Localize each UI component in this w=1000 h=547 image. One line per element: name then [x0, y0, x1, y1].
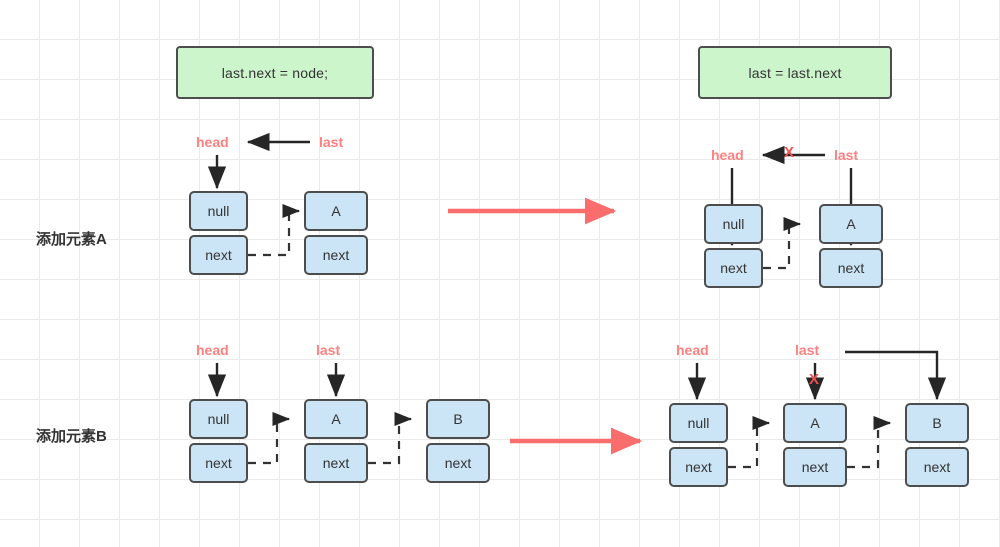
row2-right-node2-value: B — [905, 403, 969, 443]
row1-right-node1-next: next — [819, 248, 883, 288]
row1-right-next-to-a-connector — [763, 216, 802, 270]
row1-left-node1-next: next — [304, 235, 368, 275]
row2-left-node2-value: B — [426, 399, 490, 439]
row1-left-node1-value: A — [304, 191, 368, 231]
row1-right-node0-value: null — [704, 204, 763, 244]
row1-left-node0-value: null — [189, 191, 248, 231]
row1-left-head-label: head — [196, 134, 229, 150]
row2-left-next-to-a-connector — [248, 411, 291, 465]
code-box-left: last.next = node; — [176, 46, 374, 99]
row1-right-head-label: head — [711, 147, 744, 163]
row2-right-node0-next: next — [669, 447, 728, 487]
row2-right-next-to-a-connector — [728, 415, 771, 469]
row1-right-node0-next: next — [704, 248, 763, 288]
row1-left-last-label: last — [319, 134, 344, 150]
row2-right-node1-next: next — [783, 447, 847, 487]
row2-left-node1-value: A — [304, 399, 368, 439]
row2-right-node0-value: null — [669, 403, 728, 443]
row2-left-a-next-to-b-connector — [368, 411, 413, 465]
row2-left-last-label: last — [316, 342, 341, 358]
row1-left-next-to-a-connector — [248, 203, 301, 257]
row1-right-x-mark-icon: X — [784, 144, 795, 161]
row2-right-x-mark-icon: X — [809, 371, 820, 388]
row1-right-last-label: last — [834, 147, 859, 163]
row2-left-node0-value: null — [189, 399, 248, 439]
row2-left-head-label: head — [196, 342, 229, 358]
row2-right-node2-next: next — [905, 447, 969, 487]
row2-right-a-next-to-b-connector — [847, 415, 892, 469]
row-label-add-element-b: 添加元素B — [36, 428, 107, 445]
row2-right-last-label: last — [795, 342, 820, 358]
row2-left-node2-next: next — [426, 443, 490, 483]
row2-left-node0-next: next — [189, 443, 248, 483]
row2-right-last-to-b-elbow-arrow — [845, 350, 947, 401]
row1-left-node0-next: next — [189, 235, 248, 275]
row-label-add-element-a: 添加元素A — [36, 231, 107, 248]
row2-right-node1-value: A — [783, 403, 847, 443]
row2-right-head-label: head — [676, 342, 709, 358]
code-box-right: last = last.next — [698, 46, 892, 99]
row1-right-node1-value: A — [819, 204, 883, 244]
row2-left-node1-next: next — [304, 443, 368, 483]
